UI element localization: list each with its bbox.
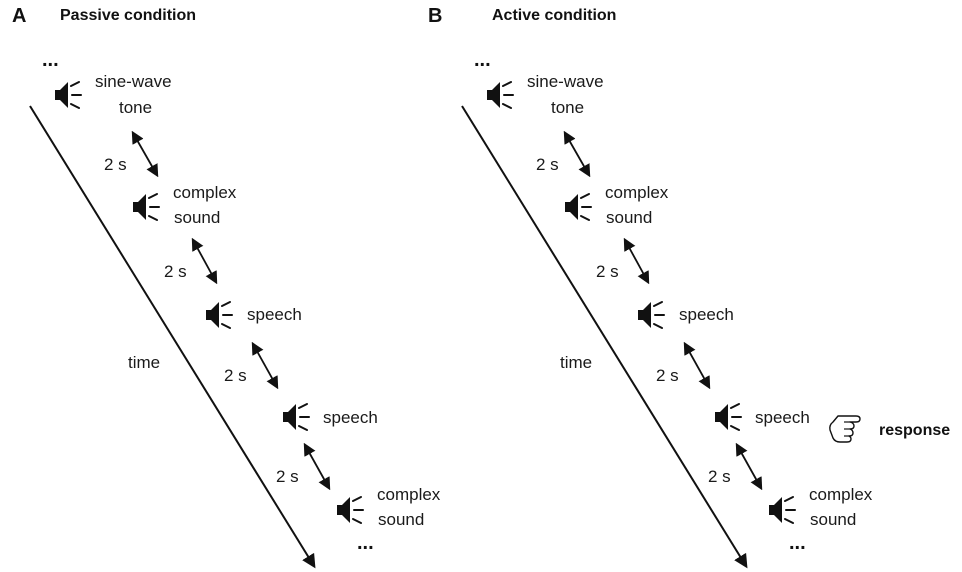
interval-label: 2 s [596,262,619,281]
interval-label: 2 s [276,467,299,486]
speaker-icon [54,81,82,109]
double-arrow-icon [251,341,279,390]
panel-a: A Passive condition ... time sine-wave t… [12,5,441,569]
panel-b-letter: B [428,5,442,27]
double-arrow-icon [683,341,711,390]
sound-label-line2: sound [606,208,652,227]
sound-label: complex [173,183,237,202]
sound-label-line2: tone [551,98,584,117]
interval-label: 2 s [656,366,679,385]
interval-label: 2 s [164,262,187,281]
speaker-icon [282,403,310,431]
ellipsis-top: ... [42,49,59,71]
interval-label: 2 s [224,366,247,385]
sound-label-line2: tone [119,98,152,117]
panel-b-title: Active condition [492,7,616,24]
speaker-icon [768,496,796,524]
sound-label: speech [679,305,734,324]
sound-label: speech [755,408,810,427]
sound-label: speech [247,305,302,324]
double-arrow-icon [191,237,218,285]
speaker-icon [564,193,592,221]
sound-label-line2: sound [174,208,220,227]
sound-label-line2: sound [378,510,424,529]
panel-b: B Active condition ... time sine-wave to… [428,5,950,569]
interval-label: 2 s [536,155,559,174]
panel-a-title: Passive condition [60,7,196,24]
ellipsis-bottom: ... [357,532,374,554]
sound-label: complex [377,485,441,504]
speaker-icon [336,496,364,524]
speaker-icon [486,81,514,109]
double-arrow-icon [623,237,650,285]
response-label: response [879,422,950,439]
speaker-icon [714,403,742,431]
pointing-hand-icon [829,415,861,443]
double-arrow-icon [735,442,763,491]
double-arrow-icon [563,130,591,178]
sound-label: speech [323,408,378,427]
double-arrow-icon [131,130,159,178]
time-label: time [128,353,160,372]
time-axis-arrow [461,105,748,569]
speaker-icon [637,301,665,329]
double-arrow-icon [303,442,331,491]
interval-label: 2 s [708,467,731,486]
sound-label-line2: sound [810,510,856,529]
sound-label: sine-wave [527,72,604,91]
ellipsis-top: ... [474,49,491,71]
sound-label: sine-wave [95,72,172,91]
panel-a-letter: A [12,5,26,27]
time-label: time [560,353,592,372]
time-axis-arrow [29,105,316,569]
interval-label: 2 s [104,155,127,174]
speaker-icon [205,301,233,329]
sound-label: complex [605,183,669,202]
sound-label: complex [809,485,873,504]
ellipsis-bottom: ... [789,532,806,554]
speaker-icon [132,193,160,221]
